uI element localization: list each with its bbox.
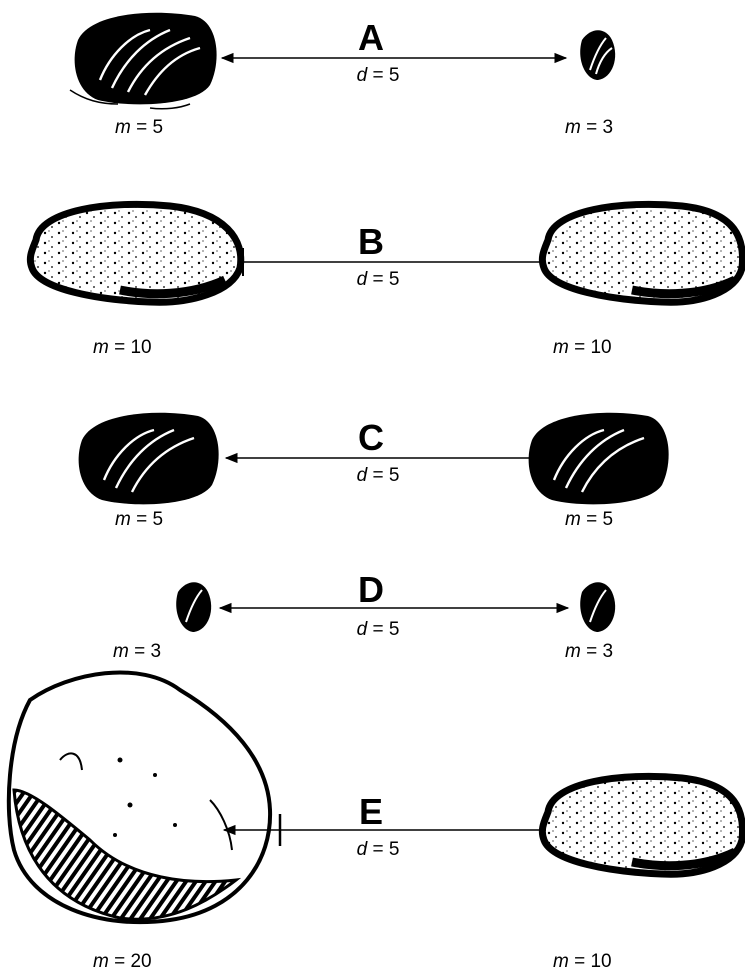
row-a-right-rock <box>580 30 615 80</box>
row-a-letter: A <box>358 20 384 56</box>
row-e-left-mass: m = 20 <box>93 952 152 971</box>
row-d-right-rock <box>580 582 615 632</box>
row-c-left-mass: m = 5 <box>115 510 163 529</box>
row-b-left-mass: m = 10 <box>93 338 152 357</box>
row-c-left-rock <box>79 413 219 505</box>
row-e-letter: E <box>359 794 383 830</box>
row-b-distance: d = 5 <box>357 270 400 289</box>
row-e-distance: d = 5 <box>357 840 400 859</box>
row-d-distance: d = 5 <box>357 620 400 639</box>
row-d-right-mass: m = 3 <box>565 642 613 661</box>
row-b-right-rock <box>542 204 742 302</box>
row-e-right-rock <box>542 776 742 874</box>
row-d-left-mass: m = 3 <box>113 642 161 661</box>
row-d-left-rock <box>176 582 211 632</box>
row-e-left-rock <box>9 672 270 922</box>
row-a-right-mass: m = 3 <box>565 118 613 137</box>
row-a-left-mass: m = 5 <box>115 118 163 137</box>
row-e-right-mass: m = 10 <box>553 952 612 971</box>
row-b-left-rock <box>30 204 240 302</box>
row-c-letter: C <box>358 420 384 456</box>
row-d-letter: D <box>358 572 384 608</box>
row-c-distance: d = 5 <box>357 466 400 485</box>
row-c-right-mass: m = 5 <box>565 510 613 529</box>
row-b-right-mass: m = 10 <box>553 338 612 357</box>
row-b-letter: B <box>358 224 384 260</box>
row-a-left-rock <box>70 13 217 109</box>
row-c-right-rock <box>529 413 669 505</box>
row-a-distance: d = 5 <box>357 66 400 85</box>
